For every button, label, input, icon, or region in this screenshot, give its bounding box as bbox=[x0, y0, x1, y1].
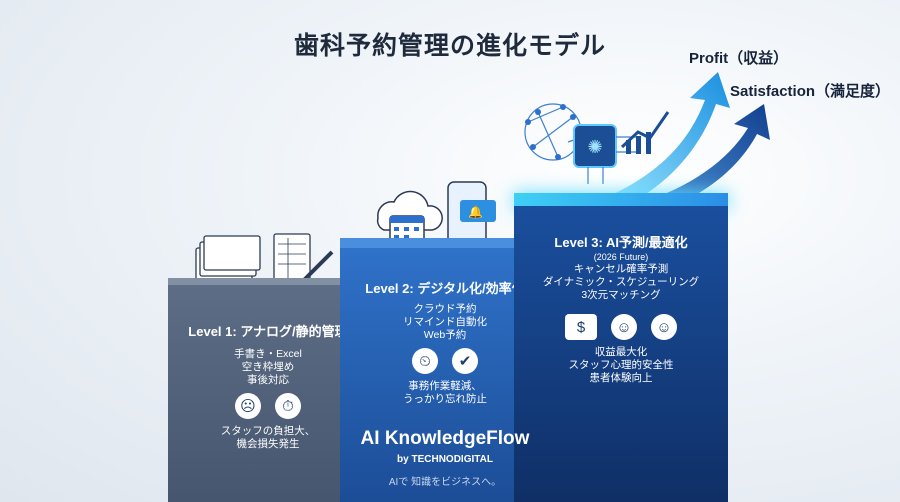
level1-line: 手書き・Excel bbox=[234, 348, 302, 360]
stressed-staff-icon: ☹ bbox=[235, 393, 261, 419]
ai-brain-network-icon: ✺ bbox=[524, 103, 670, 184]
level1-line: 空き枠埋め bbox=[241, 361, 295, 373]
svg-text:✺: ✺ bbox=[587, 137, 602, 157]
money-icon: $ bbox=[565, 314, 597, 340]
stopwatch-icon: ⏲ bbox=[412, 348, 438, 374]
svg-text:🔔: 🔔 bbox=[468, 205, 483, 219]
level2-line: Web予約 bbox=[423, 329, 467, 341]
level3-line: 3次元マッチング bbox=[581, 289, 661, 301]
brand-byline: by TECHNODIGITAL bbox=[397, 454, 493, 465]
clock-error-icon: ⏱ bbox=[275, 393, 301, 419]
level3-bottom-line: 収益最大化 bbox=[594, 346, 648, 358]
level1-line: 事後対応 bbox=[247, 374, 289, 386]
level3-step-top bbox=[514, 193, 728, 209]
level3-step: Level 3: AI予測/最適化 (2026 Future) キャンセル確率予… bbox=[514, 206, 728, 502]
level1-bottom-line: スタッフの負担大、 bbox=[220, 425, 316, 437]
satisfaction-label: Satisfaction（満足度） bbox=[730, 83, 891, 100]
patient-person-icon: ☺ bbox=[651, 314, 677, 340]
level1-step: Level 1: アナログ/静的管理 手書き・Excel 空き枠埋め 事後対応 … bbox=[168, 285, 368, 502]
level2-title: Level 2: デジタル化/効率化 bbox=[365, 281, 525, 296]
level3-bottom-line: スタッフ心理的安全性 bbox=[568, 359, 674, 371]
profit-label: Profit（収益） bbox=[689, 50, 789, 67]
check-icon: ✔ bbox=[452, 348, 478, 374]
level2-line: リマインド自動化 bbox=[403, 316, 487, 328]
level3-line: ダイナミック・スケジューリング bbox=[542, 276, 700, 288]
brand-block: AI KnowledgeFlow by TECHNODIGITAL AIで 知識… bbox=[340, 428, 550, 488]
level2-line: クラウド予約 bbox=[413, 303, 477, 315]
level3-bottom-line: 患者体験向上 bbox=[589, 372, 653, 384]
level3-line: キャンセル確率予測 bbox=[573, 263, 669, 275]
level1-title: Level 1: アナログ/静的管理 bbox=[188, 324, 348, 339]
brand-tagline: AIで 知識をビジネスへ。 bbox=[388, 477, 502, 488]
level2-bottom-line: 事務作業軽減、 bbox=[408, 380, 482, 392]
level3-title: Level 3: AI予測/最適化 bbox=[554, 235, 688, 250]
level2-bottom-line: うっかり忘れ防止 bbox=[403, 393, 487, 405]
diagram-title: 歯科予約管理の進化モデル bbox=[293, 32, 606, 60]
level3-subtitle: (2026 Future) bbox=[593, 252, 649, 262]
brand-name: AI KnowledgeFlow bbox=[360, 428, 530, 449]
paper-spreadsheet-icon bbox=[195, 233, 334, 284]
staff-person-icon: ☺ bbox=[611, 314, 637, 340]
level1-bottom-line: 機会損失発生 bbox=[236, 438, 300, 450]
